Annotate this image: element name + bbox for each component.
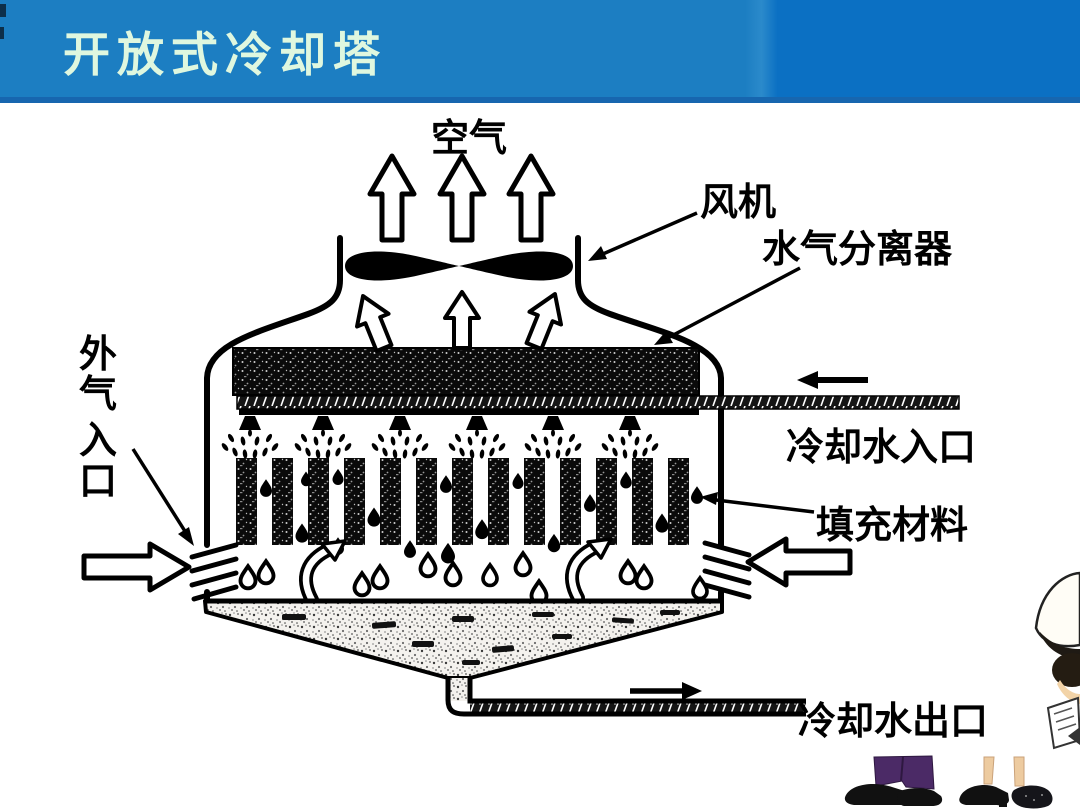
svg-text:气: 气	[79, 374, 117, 416]
slide-title: 开放式冷却塔	[63, 28, 387, 81]
outlet-flow-arrow	[630, 682, 702, 700]
air-to-fan-arrows	[345, 285, 573, 357]
water-air-separator-band	[232, 347, 700, 396]
air-out-arrows	[370, 156, 553, 240]
curved-airflow-arrow-right	[565, 537, 613, 605]
label-fill-material: 填充材料	[816, 505, 968, 547]
inlet-flow-arrow	[797, 371, 868, 389]
label-water-air-separator: 水气分离器	[762, 229, 953, 271]
svg-text:外: 外	[79, 334, 117, 376]
svg-text:入: 入	[79, 420, 117, 462]
spray-nozzles	[220, 416, 660, 459]
label-cooling-water-inlet: 冷却水入口	[786, 427, 976, 469]
slide-header-bar: 开放式冷却塔	[0, 0, 1080, 103]
cooling-tower-diagram: 空气	[79, 118, 1080, 809]
corner-artifact	[0, 27, 4, 39]
left-air-inlet-arrow	[81, 541, 192, 593]
fill-material-pointer-arrow	[700, 492, 815, 514]
left-louvers	[189, 542, 239, 602]
fan-blades	[345, 251, 573, 281]
right-louvers	[702, 540, 752, 600]
right-air-inlet-arrow	[745, 536, 853, 588]
fan-pointer-arrow	[588, 211, 698, 261]
label-air: 空气	[431, 118, 507, 160]
clipart-feet-right	[959, 756, 1053, 809]
header-divider	[0, 97, 1080, 103]
label-outside-air-inlet: 外 气 入 口	[79, 334, 117, 503]
outside-air-pointer-arrow	[131, 448, 194, 546]
label-fan: 风机	[700, 182, 776, 224]
separator-pointer-arrow	[654, 266, 801, 345]
water-basin	[203, 598, 724, 680]
label-cooling-water-outlet: 冷却水出口	[798, 701, 988, 743]
clipart-feet-left	[844, 755, 943, 806]
curved-airflow-arrow-left	[299, 539, 347, 607]
clipart-person	[1034, 571, 1080, 750]
cooling-water-outlet-pipe	[445, 678, 806, 717]
cooling-water-inlet-pipe	[236, 395, 960, 415]
corner-artifact	[0, 4, 6, 17]
svg-text:口: 口	[79, 461, 117, 503]
